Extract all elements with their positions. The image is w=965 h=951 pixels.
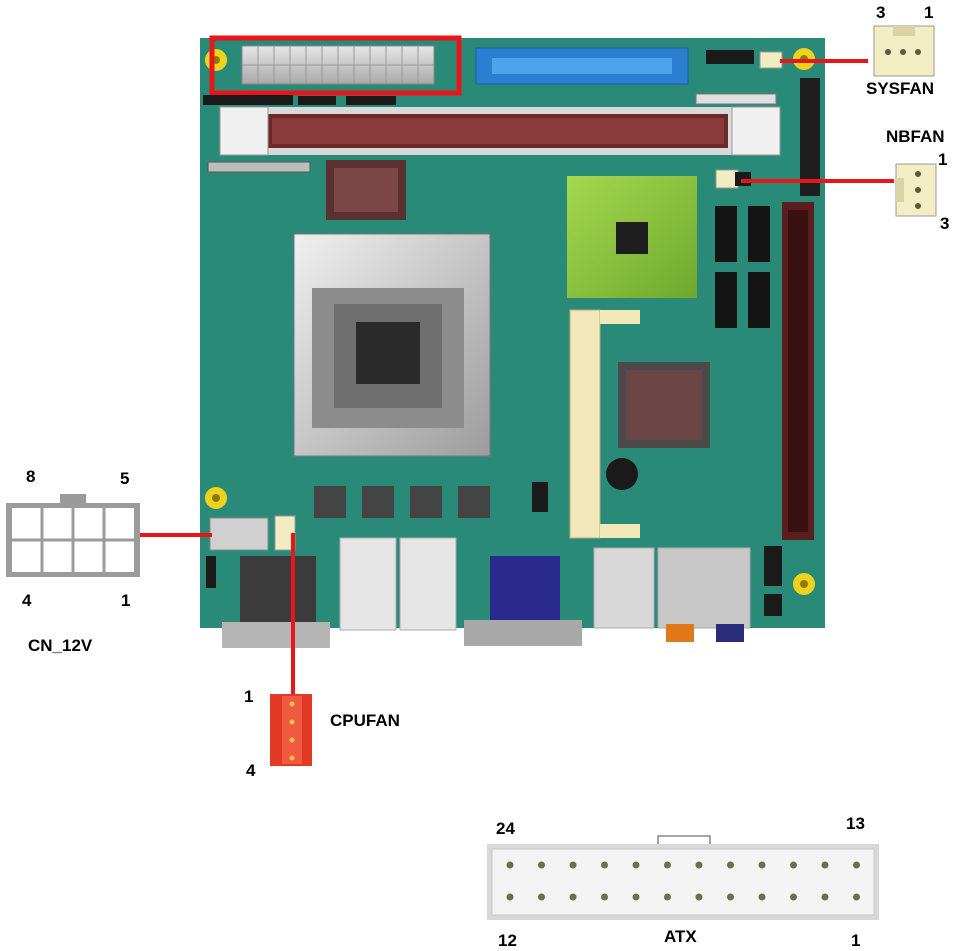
sysfan-connector	[873, 25, 935, 77]
atx-pin-1-label: 1	[851, 931, 861, 950]
sata-ports	[715, 206, 770, 328]
atx-pin	[632, 861, 640, 869]
pci-slot	[782, 202, 814, 540]
callout-lines	[136, 59, 894, 694]
sysfan-pin-3-label: 3	[876, 3, 886, 22]
top-right-connector	[695, 93, 777, 105]
rear-io	[222, 537, 751, 648]
sysfan-pin-1-label: 1	[924, 3, 934, 22]
atx-pin	[790, 893, 797, 901]
nbfan-pin-3-label: 3	[940, 214, 950, 233]
atx-pin-12-label: 12	[498, 931, 517, 950]
atx-pin	[821, 861, 829, 869]
dimm-slot	[219, 106, 781, 156]
atx-pin	[790, 861, 797, 869]
nbfan-label: NBFAN	[886, 127, 945, 146]
bios-chip	[326, 160, 406, 220]
cn12v-pin-5-label: 5	[120, 469, 130, 488]
nbfan-pin-1-label: 1	[938, 150, 948, 169]
mosfets	[314, 486, 490, 518]
atx-pin	[853, 893, 860, 901]
atx-pin	[538, 893, 545, 901]
cn12v-label: CN_12V	[28, 636, 93, 655]
atx-connector-on-board	[241, 45, 435, 85]
atx-label: ATX	[664, 927, 697, 946]
right-jumpers-2	[764, 594, 782, 616]
cn12v-connector	[6, 494, 140, 577]
atx-pin-24-label: 24	[496, 819, 515, 838]
atx-pin	[821, 893, 829, 901]
atx-pin	[506, 893, 514, 901]
atx-pin	[853, 861, 860, 869]
cpufan-label: CPUFAN	[330, 711, 400, 730]
sysfan-board-connector	[759, 51, 783, 69]
fpc-connector	[207, 161, 311, 173]
atx-pin	[695, 893, 703, 901]
southbridge-chip	[618, 362, 710, 448]
small-jumper-left	[206, 556, 216, 588]
atx-pin	[632, 893, 640, 901]
right-pin-header	[800, 78, 820, 196]
atx-pin	[538, 861, 545, 869]
atx-pin	[727, 861, 734, 869]
atx-pin	[758, 893, 766, 901]
northbridge-chip	[567, 176, 697, 298]
atx-pin	[695, 861, 703, 869]
nbfan-connector	[895, 163, 937, 217]
jumper-mid	[532, 482, 548, 512]
header-top	[706, 50, 754, 64]
atx-pin	[601, 861, 608, 869]
atx-pin	[569, 861, 577, 869]
cn12v-board-connector	[209, 517, 269, 551]
cpufan-connector	[270, 694, 312, 766]
atx-pin	[664, 861, 671, 869]
sodimm-slot	[569, 309, 640, 539]
nbfan-board-connector	[715, 169, 739, 189]
sysfan-label: SYSFAN	[866, 79, 935, 98]
atx-pin	[758, 861, 766, 869]
cn12v-pin-4-label: 4	[22, 591, 32, 610]
jumper-row	[203, 95, 396, 105]
right-jumpers	[764, 546, 782, 586]
cn12v-pin-8-label: 8	[26, 467, 36, 486]
atx-pin	[569, 893, 577, 901]
atx-pin	[664, 893, 671, 901]
atx-pin	[506, 861, 514, 869]
atx-highlight-box	[209, 35, 462, 96]
atx-pin	[601, 893, 608, 901]
atx-pin	[727, 893, 734, 901]
cpufan-pin-1-label: 1	[244, 687, 254, 706]
ide-connector	[475, 47, 689, 85]
buzzer	[606, 458, 638, 490]
cpu-socket	[293, 233, 491, 457]
atx-pin-13-label: 13	[846, 814, 865, 833]
cn12v-pin-1-label: 1	[121, 591, 131, 610]
cpufan-pin-4-label: 4	[246, 761, 256, 780]
atx-connector	[487, 835, 879, 920]
